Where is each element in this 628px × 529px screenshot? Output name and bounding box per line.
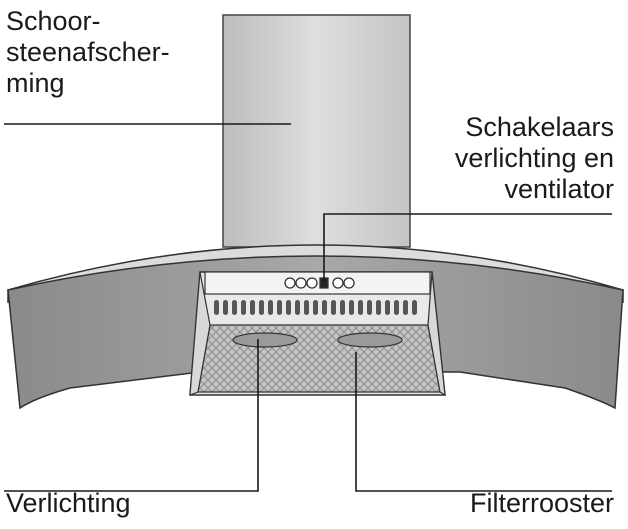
vent-slot xyxy=(277,300,282,315)
chimney-label-line2: steenafscher- xyxy=(6,37,170,67)
chimney-label-line3: ming xyxy=(6,68,65,98)
leader-filter xyxy=(355,352,612,492)
switch-button xyxy=(343,277,355,289)
chimney-label-line1: Schoor- xyxy=(6,6,101,36)
hood-side-right xyxy=(427,271,446,397)
switches-label-line2: verlichting en xyxy=(454,143,614,173)
light-right xyxy=(337,332,403,348)
vent-slot xyxy=(394,300,399,315)
vent-slot xyxy=(358,300,363,315)
leader-lighting xyxy=(4,339,259,492)
vent-slot xyxy=(286,300,291,315)
lighting-label: Verlichting xyxy=(6,488,131,518)
switch-button xyxy=(284,277,296,289)
vent-slot xyxy=(241,300,246,315)
chimney-cover-label: Schoor- steenafscher- ming xyxy=(6,6,170,99)
hood-side-left xyxy=(189,271,211,396)
vent-slot xyxy=(223,300,228,315)
vent-slot xyxy=(367,300,372,315)
switches-label-line1: Schakelaars xyxy=(465,112,614,142)
vent-slot xyxy=(385,300,390,315)
vent-slots xyxy=(214,300,417,315)
vent-slot xyxy=(214,300,219,315)
vent-slot xyxy=(403,300,408,315)
switch-button xyxy=(306,277,318,289)
vent-slot xyxy=(412,300,417,315)
vent-slot xyxy=(295,300,300,315)
vent-slot xyxy=(331,300,336,315)
filter-grille xyxy=(197,324,441,393)
vent-slot xyxy=(376,300,381,315)
switch-button xyxy=(332,277,344,289)
vent-slot xyxy=(259,300,264,315)
light-left xyxy=(232,332,298,348)
vent-slot xyxy=(268,300,273,315)
vent-slot xyxy=(340,300,345,315)
switches-label-line3: ventilator xyxy=(504,174,614,204)
vent-slot xyxy=(304,300,309,315)
vent-slot xyxy=(232,300,237,315)
vent-slot xyxy=(322,300,327,315)
vent-slot xyxy=(250,300,255,315)
filter-label: Filterrooster xyxy=(469,488,614,518)
switches-label: Schakelaars verlichting en ventilator xyxy=(455,112,614,205)
chimney-cover xyxy=(222,14,411,248)
leader-switches xyxy=(323,213,612,282)
switch-button xyxy=(295,277,307,289)
vent-slot xyxy=(349,300,354,315)
vent-slot xyxy=(313,300,318,315)
